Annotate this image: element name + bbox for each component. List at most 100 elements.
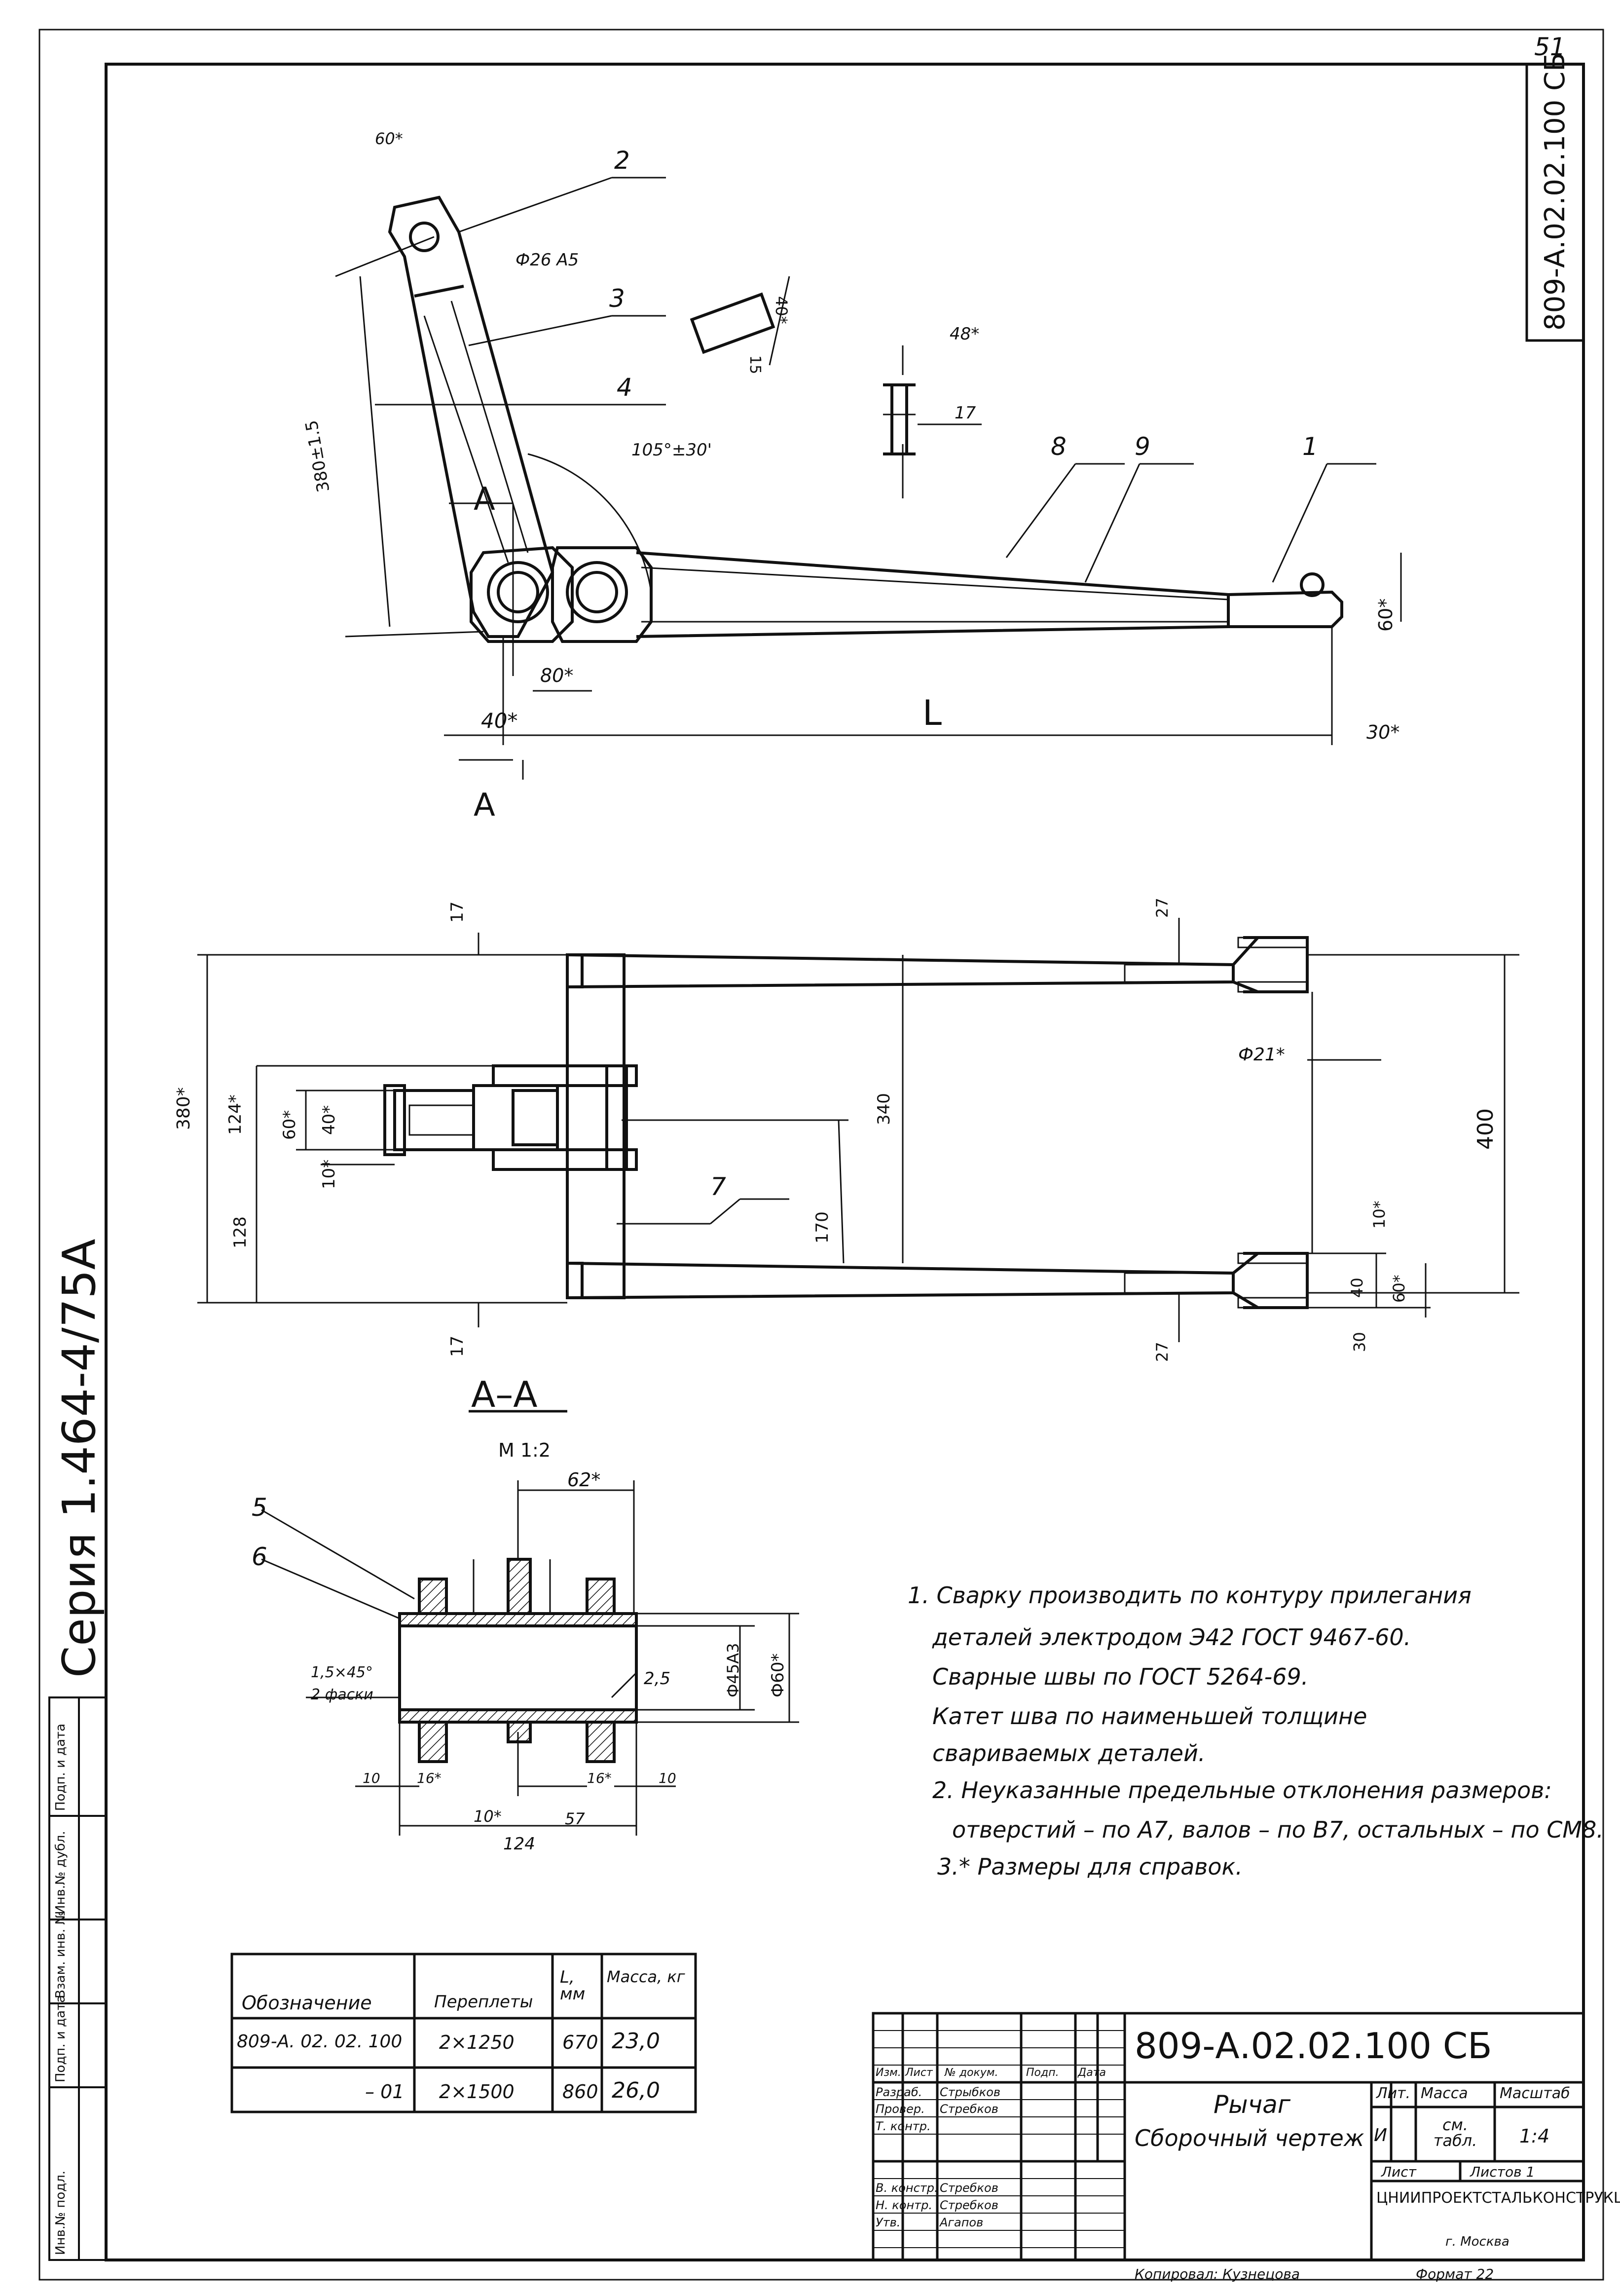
title-block-scale-value: 1:4	[1519, 2125, 1550, 2147]
title-block-scale-header: Масштаб	[1500, 2085, 1570, 2102]
title-block-organization: ЦНИИПРОЕКТСТАЛЬКОНСТРУКЦИЯ	[1376, 2189, 1620, 2207]
corner-stamp-designation: 809-А.02.02.100 СБ	[1539, 52, 1571, 331]
title-block-role-2: Провер.	[876, 2102, 925, 2116]
title-block-role-3: Т. контр.	[876, 2119, 931, 2133]
callout-9: 9	[1135, 432, 1150, 461]
title-block-mass-value: см. табл.	[1433, 2115, 1477, 2150]
plan-dim-400: 400	[1473, 1108, 1498, 1150]
section-mark-bottom: А	[474, 787, 495, 824]
copied-by: Копировал: Кузнецова	[1135, 2266, 1300, 2282]
plan-dim-40: 40*	[319, 1105, 339, 1135]
plan-dim-380: 380*	[174, 1087, 194, 1130]
side-stamp-inv-podl: Инв.№ подл.	[53, 2170, 68, 2255]
callout-5: 5	[252, 1493, 267, 1522]
side-stamp-inv-dubl: Инв.№ дубл.	[53, 1831, 68, 1915]
plan-dim-17-top: 17	[447, 901, 467, 923]
dim-hole-diameter: Ф26 А5	[515, 250, 579, 270]
plan-dim-60: 60*	[280, 1110, 299, 1140]
section-dim-124: 124	[503, 1834, 535, 1854]
title-block-grid	[872, 2012, 1585, 2261]
note-1-line-2: деталей электродом Э42 ГОСТ 9467-60.	[932, 1624, 1411, 1651]
title-block-col-date: Дата	[1078, 2067, 1106, 2079]
section-dim-62: 62*	[567, 1469, 601, 1491]
table-header-designation: Обозначение	[242, 1992, 372, 2014]
title-block-col-doc: № докум.	[945, 2067, 998, 2079]
note-3: 3.* Размеры для справок.	[937, 1853, 1243, 1880]
section-dim-10-right: 10	[659, 1770, 676, 1786]
table-row-1-frames: 2×1250	[439, 2032, 515, 2053]
dim-40-section: 40*	[772, 296, 791, 324]
title-block-name-2: Стребков	[940, 2102, 998, 2116]
series-label: Серия 1.464-4/75А	[53, 1239, 106, 1678]
table-row-2-length: 860	[562, 2081, 598, 2103]
dim-60-top: 60*	[375, 129, 403, 148]
dim-angle: 105°±30'	[631, 440, 712, 460]
section-view	[398, 1558, 638, 1763]
title-block-name-5: Стребков	[940, 2198, 998, 2212]
title-block-sheets: Листов 1	[1470, 2164, 1535, 2180]
callout-4: 4	[617, 373, 632, 402]
plan-dim-30: 30	[1350, 1332, 1369, 1352]
side-stamp-podp-data-2: Подп. и дата	[53, 1723, 68, 1811]
callout-1: 1	[1302, 432, 1318, 461]
plan-dim-340: 340	[874, 1093, 894, 1125]
table-row-1-mass: 23,0	[612, 2029, 660, 2054]
table-row-2-mass: 26,0	[612, 2078, 660, 2103]
title-block-designation: 809-А.02.02.100 СБ	[1135, 2025, 1492, 2067]
note-1-line-5: свариваемых деталей.	[932, 1740, 1206, 1767]
title-block-role-4: В. констр.	[876, 2181, 938, 2195]
dim-60-right: 60*	[1375, 598, 1397, 632]
note-1-line-3: Сварные швы по ГОСТ 5264-69.	[932, 1663, 1309, 1690]
callout-6: 6	[252, 1543, 267, 1571]
dim-15: 15	[746, 355, 764, 375]
section-dim-roughness: 2,5	[644, 1669, 671, 1689]
callout-8: 8	[1051, 432, 1067, 461]
section-dim-10-mid: 10*	[474, 1807, 502, 1826]
title-block-name-4: Стребков	[940, 2181, 998, 2195]
dim-40: 40*	[481, 709, 518, 733]
plan-dim-27-bottom: 27	[1153, 1342, 1172, 1362]
dim-17-section: 17	[955, 403, 976, 423]
plan-dim-170: 170	[812, 1211, 832, 1243]
table-row-2-designation: – 01	[365, 2081, 405, 2103]
title-block-col-list: Лист	[905, 2067, 933, 2079]
section-title: А–А	[471, 1374, 538, 1415]
title-block-col-podp: Подп.	[1026, 2067, 1059, 2079]
side-stamp-vzam-inv: Взам. инв. №	[53, 1911, 68, 1998]
plan-view	[383, 936, 1309, 1309]
section-dim-phi45: Ф45А3	[724, 1643, 742, 1697]
section-dim-16-left: 16*	[417, 1770, 442, 1786]
plan-dim-10-right: 10*	[1370, 1201, 1389, 1229]
page-number: 51	[1534, 33, 1566, 61]
plan-dim-17-bottom: 17	[447, 1335, 467, 1357]
title-block-sheet: Лист	[1381, 2164, 1416, 2180]
plan-dim-128: 128	[230, 1216, 250, 1248]
dim-30-right: 30*	[1366, 721, 1400, 743]
section-dim-10-left: 10	[363, 1770, 380, 1786]
section-scale: М 1:2	[498, 1439, 551, 1461]
title-block-doc-type: Сборочный чертеж	[1135, 2125, 1364, 2151]
corner-stamp-box	[1525, 63, 1585, 342]
table-header-mass: Масса, кг	[607, 1967, 685, 1986]
format-label: Формат 22	[1416, 2266, 1494, 2282]
table-row-1-length: 670	[562, 2032, 598, 2053]
title-block-city: г. Москва	[1445, 2234, 1510, 2249]
plan-dim-27-top: 27	[1153, 898, 1172, 918]
plan-dim-10: 10*	[319, 1159, 339, 1189]
note-1-line-1: 1. Сварку производить по контуру прилега…	[908, 1582, 1472, 1609]
dim-80: 80*	[540, 665, 574, 686]
callout-7: 7	[710, 1172, 726, 1201]
callout-3: 3	[609, 284, 625, 313]
dim-L: L	[922, 693, 942, 733]
note-2-line-2: отверстий – по А7, валов – по В7, осталь…	[952, 1816, 1604, 1843]
table-row-2-frames: 2×1500	[439, 2081, 515, 2103]
plan-dim-60-right: 60*	[1390, 1275, 1408, 1303]
plan-dim-40-right: 40	[1348, 1278, 1366, 1298]
plan-dim-124: 124*	[225, 1094, 245, 1135]
elevation-dim-lines	[335, 177, 1402, 780]
title-block-lit-value: И	[1374, 2125, 1387, 2145]
title-block-mass-header: Масса	[1421, 2085, 1468, 2102]
note-2-line-1: 2. Неуказанные предельные отклонения раз…	[932, 1777, 1552, 1804]
section-mark-top: А	[474, 481, 495, 518]
